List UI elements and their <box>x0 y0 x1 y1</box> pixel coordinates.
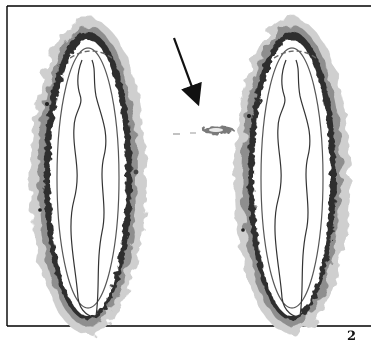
left-figure <box>30 18 146 334</box>
pointer-arrow <box>174 38 196 98</box>
right-body-interior <box>254 40 330 316</box>
energy-spark <box>173 126 234 134</box>
panel-label: 2 <box>347 330 356 343</box>
left-body-interior <box>50 40 126 316</box>
right-figure <box>234 18 350 334</box>
